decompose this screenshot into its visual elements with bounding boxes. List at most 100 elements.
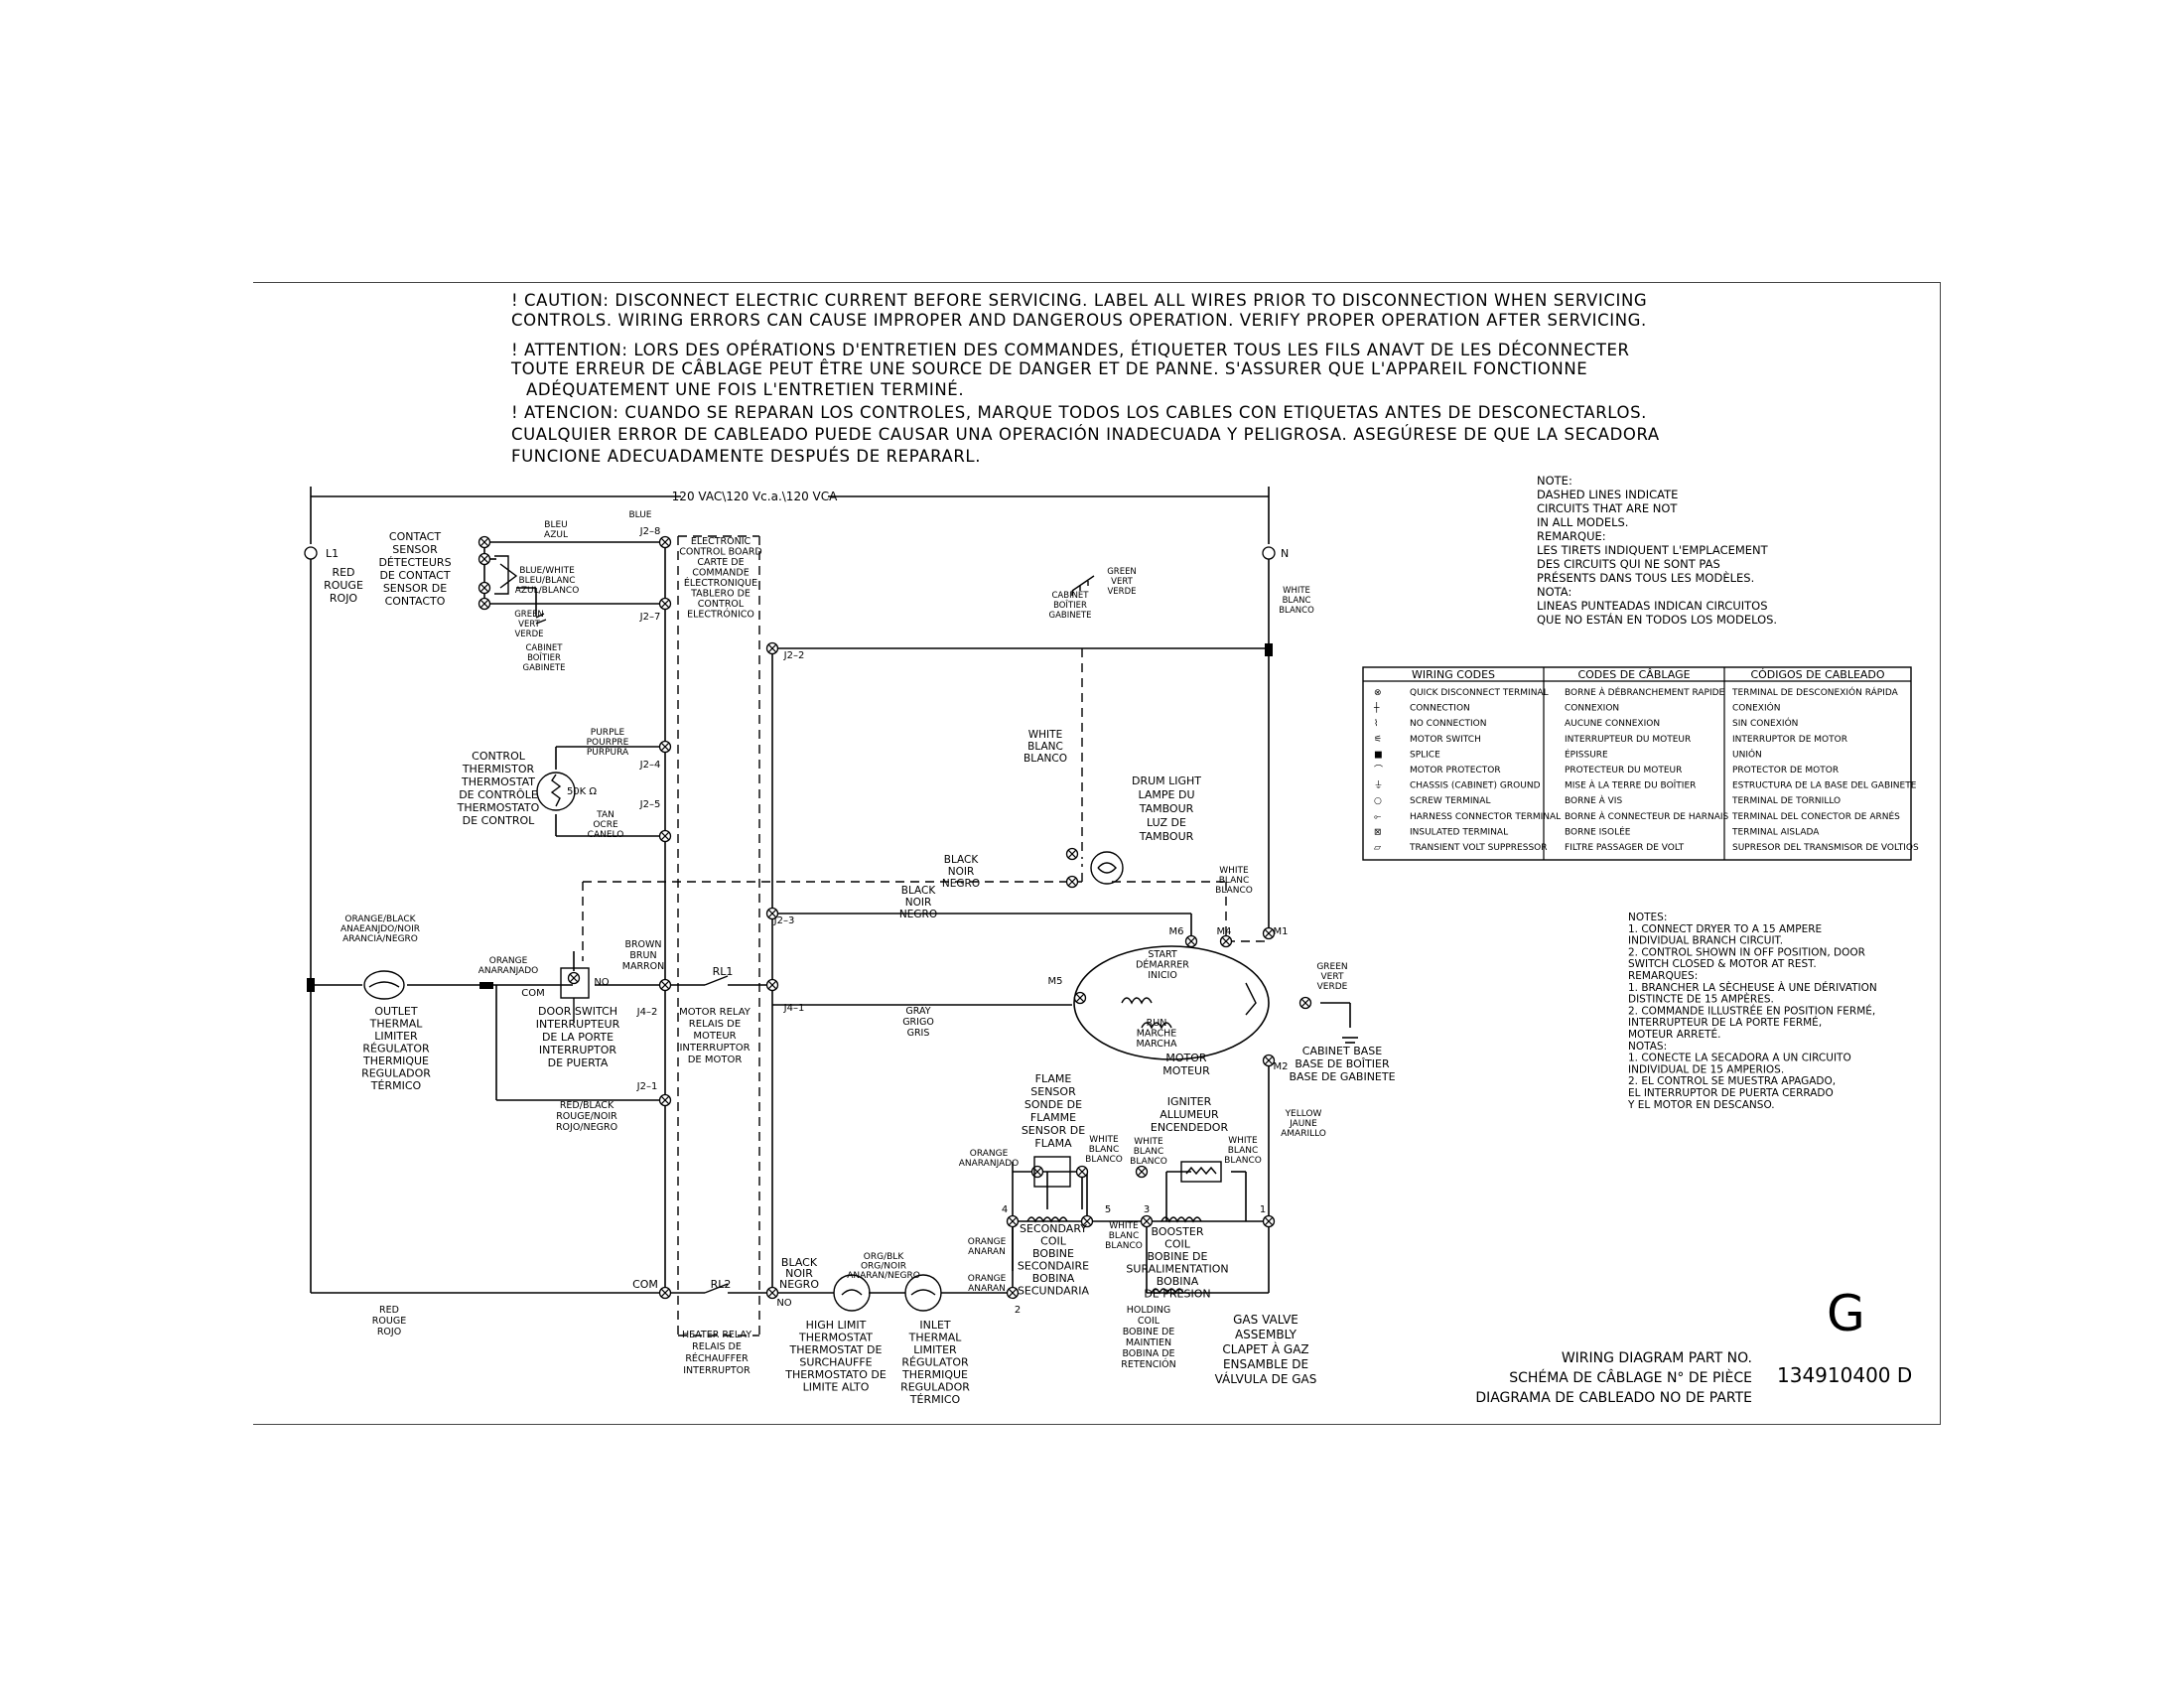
orange-black-label-line: ANAEANJDO/NOIR — [341, 924, 420, 934]
inlet-limiter-label-line: INLET — [919, 1319, 951, 1332]
cabinet-top-label-line: CABINET — [1051, 591, 1089, 601]
wiring-code-symbol: ⚟ — [1374, 735, 1382, 745]
white-n-label-line: BLANCO — [1279, 606, 1314, 616]
notes-line: REMARQUES: — [1628, 970, 1698, 982]
drawing-frame — [253, 282, 1941, 1425]
secondary-coil-label-line: COIL — [1040, 1235, 1067, 1248]
green-top-label-line: GREEN — [1107, 567, 1137, 577]
high-limit-label-line: THERMOSTAT DE — [789, 1343, 883, 1356]
orange-black-label-line: ORANGE/BLACK — [344, 914, 416, 924]
wiring-code-es: INTERRUPTOR DE MOTOR — [1732, 735, 1847, 745]
terminal-4-label-line: 4 — [1002, 1204, 1008, 1215]
igniter-label-line: ALLUMEUR — [1160, 1108, 1219, 1121]
no-label-line: NO — [594, 977, 609, 988]
purple-label-line: PURPURA — [587, 748, 629, 758]
drum-light-label-line: LUZ DE — [1147, 816, 1186, 829]
tan-label-line: TAN — [596, 810, 614, 820]
secondary-coil-label-line: BOBINE — [1032, 1247, 1074, 1260]
cabinet-base-label-line: BASE DE GABINETE — [1289, 1070, 1395, 1083]
part-label-en: WIRING DIAGRAM PART NO. — [1562, 1350, 1752, 1366]
orange-anaran-label-1-line: ORANGE — [968, 1237, 1007, 1247]
door-switch-label-line: INTERRUPTEUR — [536, 1018, 620, 1031]
heater-relay-symbol — [704, 1283, 729, 1294]
black-top-label-line: BLACK — [944, 854, 980, 866]
part-letter: G — [1827, 1285, 1865, 1342]
notes-line: 2. CONTROL SHOWN IN OFF POSITION, DOOR — [1628, 946, 1865, 958]
red-black-label-line: ROUGE/NOIR — [556, 1111, 617, 1122]
wiring-code-es: PROTECTOR DE MOTOR — [1732, 766, 1839, 775]
green-motor-label-line: GREEN — [1316, 962, 1347, 972]
wiring-code-en: CHASSIS (CABINET) GROUND — [1410, 781, 1541, 791]
heater-relay-label-line: INTERRUPTOR — [683, 1365, 751, 1376]
wiring-code-fr: BORNE À VIS — [1565, 794, 1622, 806]
inlet-limiter-label-line: TÉRMICO — [909, 1393, 961, 1406]
wiring-code-en: HARNESS CONNECTOR TERMINAL — [1410, 812, 1561, 822]
brown-label-line: MARRON — [622, 961, 664, 972]
part-label-es: DIAGRAMA DE CABLEADO NO DE PARTE — [1475, 1390, 1752, 1406]
notes-line: INTERRUPTEUR DE LA PORTE FERMÉ, — [1628, 1016, 1822, 1029]
green-top-label-line: VERDE — [1107, 587, 1136, 597]
white-igniter-label-2-line: WHITE — [1228, 1136, 1258, 1146]
control-board-label-line: ELECTRÓNICO — [687, 609, 754, 621]
cabinet-left-label-line: CABINET — [525, 643, 563, 653]
notes-line: NOTAS: — [1628, 1041, 1667, 1053]
control-board-label-line: COMMANDE — [692, 568, 749, 579]
terminal-3-label-line: 3 — [1144, 1204, 1150, 1215]
booster-coil-label-line: SURALIMENTATION — [1126, 1263, 1228, 1276]
wiring-code-symbol: ⊗ — [1374, 688, 1382, 698]
holding-coil-symbol — [1151, 1288, 1184, 1295]
note-dashed-line: REMARQUE: — [1537, 529, 1606, 543]
run-label-line: MARCHA — [1136, 1039, 1177, 1050]
control-thermistor-label-line: CONTROL — [472, 750, 526, 763]
ohm-label-line: 50K Ω — [567, 786, 597, 797]
white-flame-label-line: WHITE — [1089, 1135, 1119, 1145]
j2-4-label-line: J2–4 — [639, 760, 661, 771]
gas-valve-label-line: ENSAMBLE DE — [1223, 1357, 1308, 1371]
booster-coil-label-line: BOBINA — [1157, 1275, 1199, 1288]
outlet-limiter-symbol — [363, 970, 405, 1000]
wiring-code-en: MOTOR PROTECTOR — [1410, 766, 1501, 775]
yellow-label-line: JAUNE — [1289, 1119, 1317, 1129]
j2-8-label-line: J2–8 — [639, 526, 661, 537]
wiring-code-en: SPLICE — [1410, 750, 1440, 760]
m6-label-line: M6 — [1169, 926, 1184, 937]
secondary-coil-label-line: BOBINA — [1032, 1272, 1075, 1285]
splice — [307, 978, 315, 992]
gray-label-line: GRIS — [907, 1028, 930, 1039]
wiring-code-fr: CONNEXION — [1565, 704, 1619, 714]
caution-es-1: ! ATENCION: CUANDO SE REPARAN LOS CONTRO… — [511, 403, 1647, 422]
black-mid-label-line: BLACK — [901, 885, 937, 897]
wiring-code-fr: MISE À LA TERRE DU BOÎTIER — [1565, 779, 1696, 791]
white-flame-label-line: BLANCO — [1085, 1155, 1123, 1165]
inlet-limiter-label-line: THERMIQUE — [901, 1368, 968, 1381]
motor-winding-start — [1121, 997, 1153, 1005]
gas-valve-label-line: ASSEMBLY — [1235, 1328, 1297, 1341]
orange-anaran-label-1-line: ANARAN — [968, 1247, 1006, 1257]
m1-label-line: M1 — [1274, 926, 1289, 937]
secondary-coil-label-line: SECONDARY — [1020, 1222, 1087, 1235]
wiring-code-es: TERMINAL DE DESCONEXIÓN RÁPIDA — [1731, 686, 1899, 698]
purple-label-line: PURPLE — [591, 728, 625, 738]
white-n-label-line: WHITE — [1283, 586, 1310, 596]
gas-valve-label-line: CLAPET À GAZ — [1222, 1341, 1308, 1356]
note-dashed-line: NOTE: — [1537, 474, 1572, 488]
l1-terminal — [304, 546, 318, 560]
notes-line: 1. CONECTE LA SECADORA A UN CIRCUITO — [1628, 1053, 1851, 1064]
door-switch-symbol — [560, 967, 590, 999]
j2-2-label-line: J2–2 — [783, 650, 805, 661]
notes-line: NOTES: — [1628, 912, 1667, 923]
outlet-limiter-label-line: TÉRMICO — [370, 1079, 422, 1092]
j2-1-label-line: J2–1 — [636, 1081, 658, 1092]
motor-winding-run — [1141, 1022, 1172, 1030]
terminal-markers — [478, 535, 1312, 1300]
notes-line: Y EL MOTOR EN DESCANSO. — [1627, 1099, 1775, 1111]
note-dashed-line: QUE NO ESTÁN EN TODOS LOS MODELOS. — [1537, 612, 1777, 627]
motor-relay-label-line: RELAIS DE — [689, 1019, 741, 1030]
wiring-code-fr: PROTECTEUR DU MOTEUR — [1565, 766, 1682, 775]
cabinet-ground-top — [1071, 575, 1095, 592]
contact-sensor-label-line: SENSOR DE — [383, 582, 447, 595]
orange-black-bottom-label-line: ORG/BLK — [864, 1252, 905, 1262]
white-n-label-line: BLANC — [1283, 596, 1311, 606]
com-label-line: COM — [521, 988, 544, 999]
contact-sensor-label-line: DE CONTACT — [379, 569, 450, 582]
